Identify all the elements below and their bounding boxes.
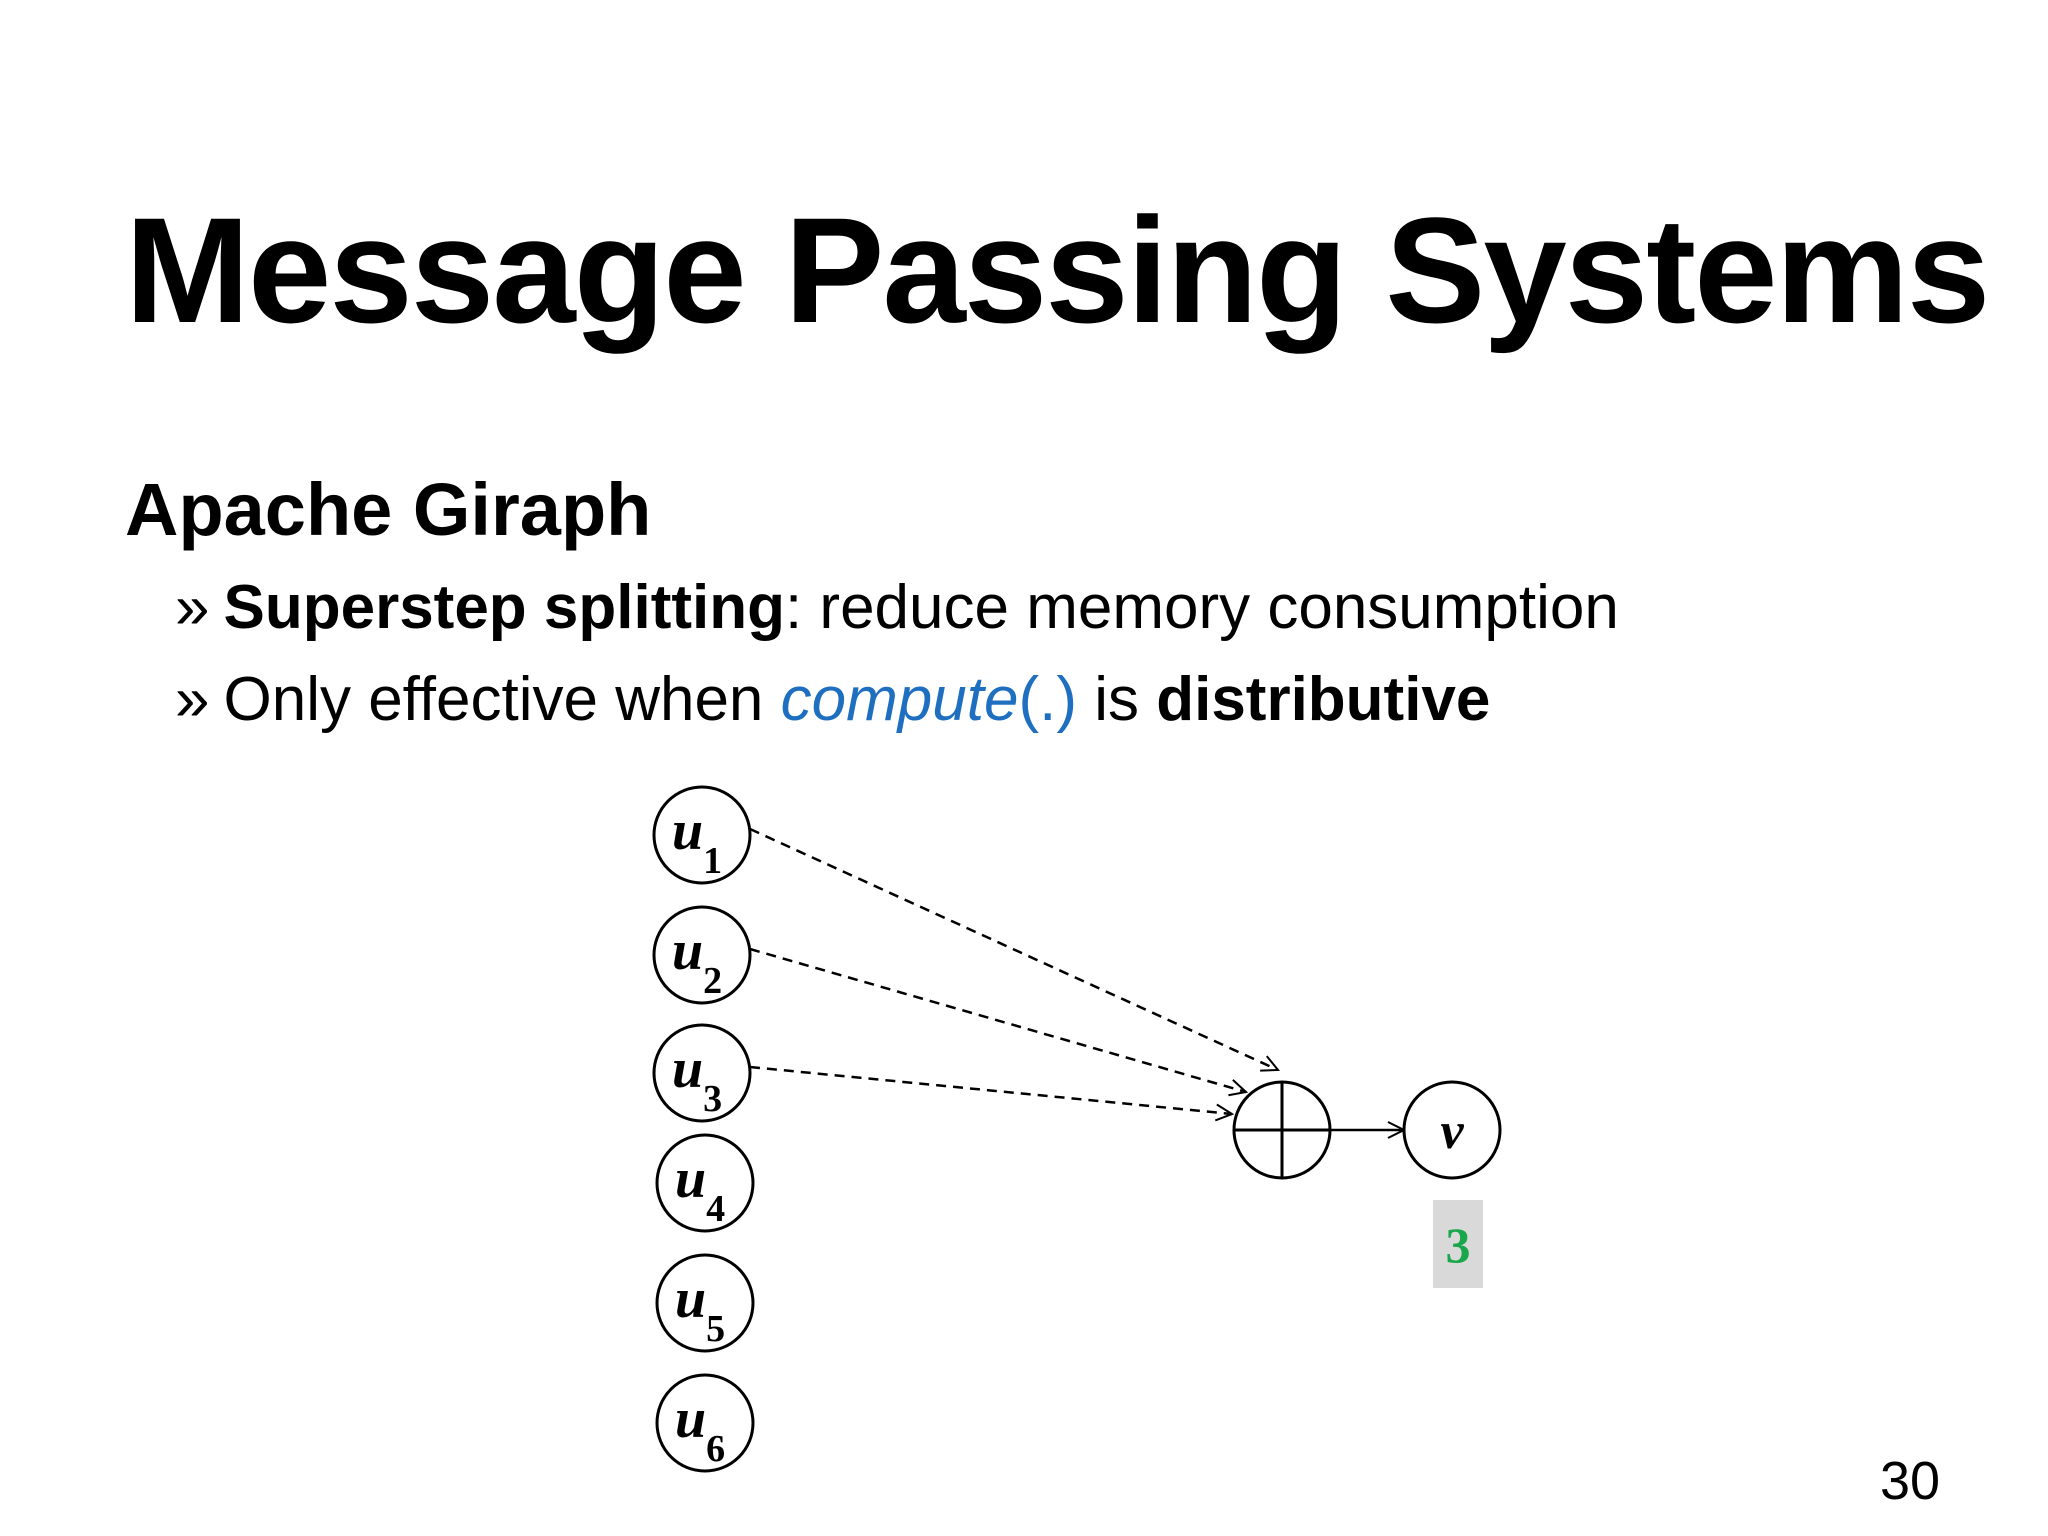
bullet-text: : reduce memory consumption (784, 573, 1619, 642)
combiner-node (1232, 1080, 1332, 1180)
source-vertex-u5: u5 (655, 1253, 755, 1353)
source-circle (652, 1023, 752, 1123)
compute-function-args: (.) (1018, 665, 1077, 734)
bullet-marker: » (175, 665, 210, 734)
source-circle (655, 1373, 755, 1473)
slide-title: Message Passing Systems (125, 186, 1990, 354)
section-heading: Apache Giraph (125, 468, 652, 551)
source-vertex-u2: u2 (652, 905, 752, 1005)
message-edge-u3 (749, 1065, 1232, 1114)
source-vertex-u1: u1 (652, 785, 752, 885)
bullet-superstep: »Superstep splitting: reduce memory cons… (175, 568, 1619, 648)
target-vertex: v (1402, 1080, 1502, 1180)
bullet-strong-text: distributive (1156, 665, 1491, 734)
value-text: 3 (1446, 1217, 1471, 1273)
bullet-text: Only effective when (223, 665, 781, 734)
source-vertex-u3: u3 (652, 1023, 752, 1123)
compute-function-name: compute (780, 665, 1019, 734)
bullet-distributive: »Only effective when compute(.) is distr… (175, 660, 1490, 740)
source-circle (652, 785, 752, 885)
bullet-marker: » (175, 573, 210, 642)
bullet-strong-text: Superstep splitting (223, 573, 785, 642)
source-circle (655, 1133, 755, 1233)
target-label: v (1440, 1103, 1464, 1160)
page-number: 30 (1880, 1451, 1941, 1511)
source-vertex-u4: u4 (655, 1133, 755, 1233)
bullet-text: is (1076, 665, 1157, 734)
message-edge-u2 (749, 947, 1246, 1092)
source-vertex-u6: u6 (655, 1373, 755, 1473)
source-circle (652, 905, 752, 1005)
target-circle (1402, 1080, 1502, 1180)
source-circle (655, 1253, 755, 1353)
message-edge-u1 (749, 827, 1278, 1070)
value-box (1433, 1200, 1483, 1288)
message-edges (749, 827, 1278, 1114)
value-badge: 3 (1433, 1200, 1483, 1288)
